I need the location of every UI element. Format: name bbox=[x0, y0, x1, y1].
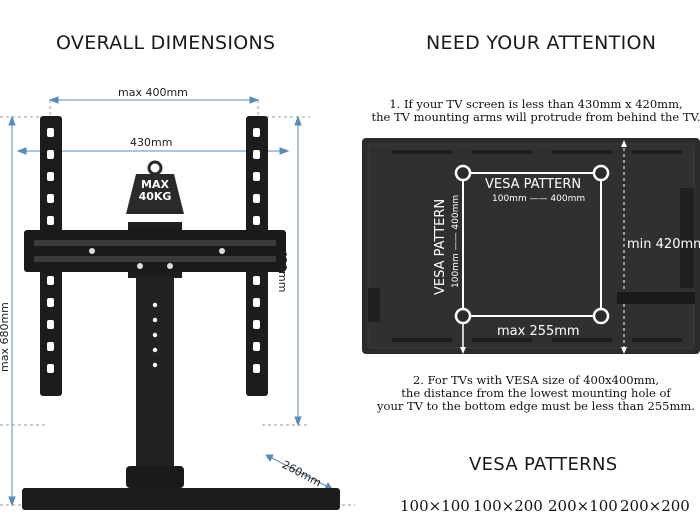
max-bottom-label: max 255mm bbox=[497, 324, 580, 339]
note-1: 1. If your TV screen is less than 430mm … bbox=[365, 98, 700, 124]
max-width-label: max 400mm bbox=[118, 86, 188, 99]
tv-back bbox=[362, 138, 700, 354]
mount-hole bbox=[454, 164, 472, 182]
note-2-line-3: your TV to the bottom edge must be less … bbox=[377, 399, 695, 413]
cross-bar bbox=[24, 230, 286, 272]
weight-line2: 40KG bbox=[138, 190, 172, 203]
vesa-v-range: 100mm —— 400mm bbox=[451, 194, 461, 288]
column bbox=[136, 272, 174, 472]
vesa-item: 200×200 bbox=[620, 497, 690, 515]
weight-line1: MAX bbox=[141, 178, 169, 191]
arm-width-label: 430mm bbox=[130, 136, 173, 149]
max-height-label: max 680mm bbox=[0, 302, 11, 372]
note-1-line-2: the TV mounting arms will protrude from … bbox=[371, 110, 700, 124]
vesa-patterns-heading: VESA PATTERNS bbox=[469, 454, 618, 475]
vesa-square bbox=[462, 172, 602, 317]
vesa-item: 100×100 bbox=[400, 497, 470, 515]
mount-hole bbox=[592, 307, 610, 325]
weight-badge: MAX 40KG bbox=[126, 179, 184, 203]
mount-hole bbox=[454, 307, 472, 325]
weight-icon bbox=[126, 160, 184, 214]
glass-base bbox=[22, 488, 340, 510]
vesa-h-range: 100mm —— 400mm bbox=[492, 194, 586, 204]
mount-hole bbox=[592, 164, 610, 182]
vesa-v-title: VESA PATTERN bbox=[433, 198, 448, 295]
note-2: 2. For TVs with VESA size of 400x400mm, … bbox=[365, 374, 700, 413]
vesa-item: 200×100 bbox=[548, 497, 618, 515]
note-2-line-2: the distance from the lowest mounting ho… bbox=[401, 386, 671, 400]
vesa-h-title: VESA PATTERN bbox=[485, 177, 582, 192]
dimension-arrows bbox=[8, 96, 333, 507]
vesa-item: 100×200 bbox=[473, 497, 543, 515]
note-1-line-1: 1. If your TV screen is less than 430mm … bbox=[389, 97, 683, 111]
column-foot bbox=[126, 466, 184, 488]
arm-height-label: 420mm bbox=[276, 250, 289, 293]
note-2-line-1: 2. For TVs with VESA size of 400x400mm, bbox=[412, 373, 660, 387]
min-height-label: min 420mm bbox=[627, 237, 700, 252]
overall-dimensions-heading: OVERALL DIMENSIONS bbox=[56, 32, 276, 54]
stand-diagram bbox=[0, 96, 355, 510]
attention-heading: NEED YOUR ATTENTION bbox=[426, 32, 657, 54]
